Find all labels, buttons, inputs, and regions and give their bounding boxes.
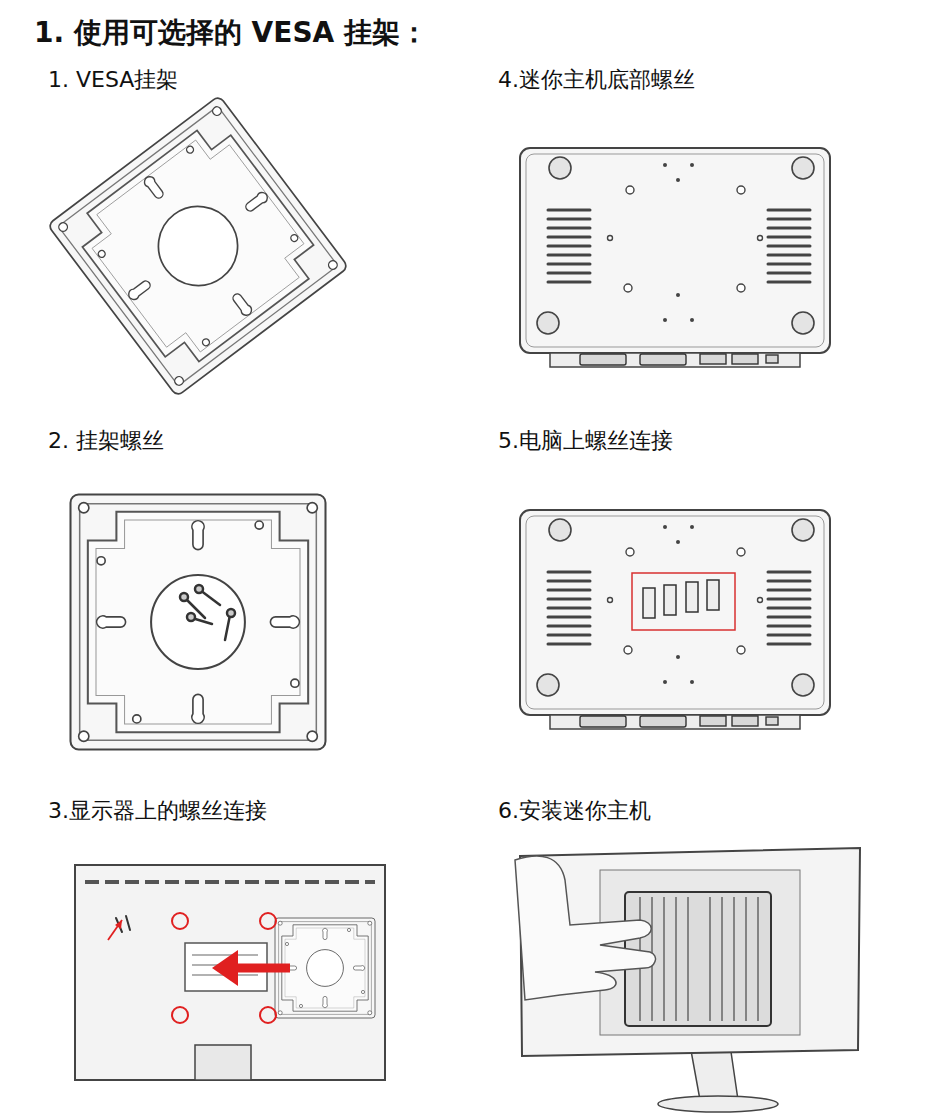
standoff-screws [632, 573, 735, 630]
illustration-part [232, 964, 290, 973]
vesa-bracket [71, 495, 326, 750]
mini-pc-bottom [520, 510, 830, 729]
step-heading: 6.安装迷你主机 [490, 795, 880, 827]
illustration-part [108, 920, 122, 940]
step-panel: 2. 挂架螺丝 [40, 425, 370, 760]
illustration-part [172, 1007, 188, 1023]
illustration-part [515, 856, 655, 1000]
illustration-part [640, 897, 758, 1021]
illustration-part [663, 897, 665, 1021]
step-heading: 1. VESA挂架 [40, 64, 370, 96]
illustration-part [707, 580, 719, 610]
illustration-part [225, 615, 230, 640]
illustration-part [227, 609, 235, 617]
monitor-with-mini-pc [515, 848, 860, 1112]
illustration-part [757, 897, 759, 1021]
illustration-part [192, 954, 258, 956]
illustration-part [733, 897, 735, 1021]
illustration-part [75, 865, 385, 1080]
illustration-part [85, 880, 375, 884]
illustration-part [187, 613, 195, 621]
illustration-part [675, 897, 677, 1021]
step-panel: 4.迷你主机底部螺丝 [490, 64, 850, 374]
illustration-part [212, 950, 238, 986]
page-title: 1. 使用可选择的 VESA 挂架： [34, 14, 428, 52]
step-panel: 6.安装迷你主机 [490, 795, 880, 1110]
illustration-part [745, 897, 747, 1021]
illustration-part [721, 897, 723, 1021]
illustration-part [643, 588, 655, 618]
step-panel: 1. VESA挂架 [40, 64, 370, 384]
illustration-part [116, 916, 130, 932]
illustration-part [643, 580, 719, 618]
illustration-part [195, 1045, 251, 1080]
step-heading: 3.显示器上的螺丝连接 [40, 795, 400, 827]
step-heading: 5.电脑上螺丝连接 [490, 425, 850, 457]
step-heading: 2. 挂架螺丝 [40, 425, 370, 457]
illustration-part [260, 913, 276, 929]
step-panel: 5.电脑上螺丝连接 [490, 425, 850, 735]
bracket-screws [180, 585, 235, 640]
mini-pc-bottom [520, 148, 830, 367]
illustration-part [632, 573, 735, 630]
illustration-part [195, 585, 203, 593]
illustration-part [172, 913, 188, 929]
step-panel: 3.显示器上的螺丝连接 [40, 795, 400, 1090]
illustration-part [687, 897, 689, 1021]
vesa-bracket [47, 95, 348, 396]
illustration-part [686, 582, 698, 612]
illustration-part [709, 897, 711, 1021]
illustration-part [126, 916, 130, 930]
illustration-part [180, 593, 188, 601]
step-heading: 4.迷你主机底部螺丝 [490, 64, 850, 96]
illustration-part [658, 1096, 778, 1112]
monitor-back [75, 865, 385, 1080]
illustration-part [664, 585, 676, 615]
illustration-part [115, 920, 122, 929]
illustration-part [260, 1007, 276, 1023]
illustration-part [85, 880, 375, 884]
